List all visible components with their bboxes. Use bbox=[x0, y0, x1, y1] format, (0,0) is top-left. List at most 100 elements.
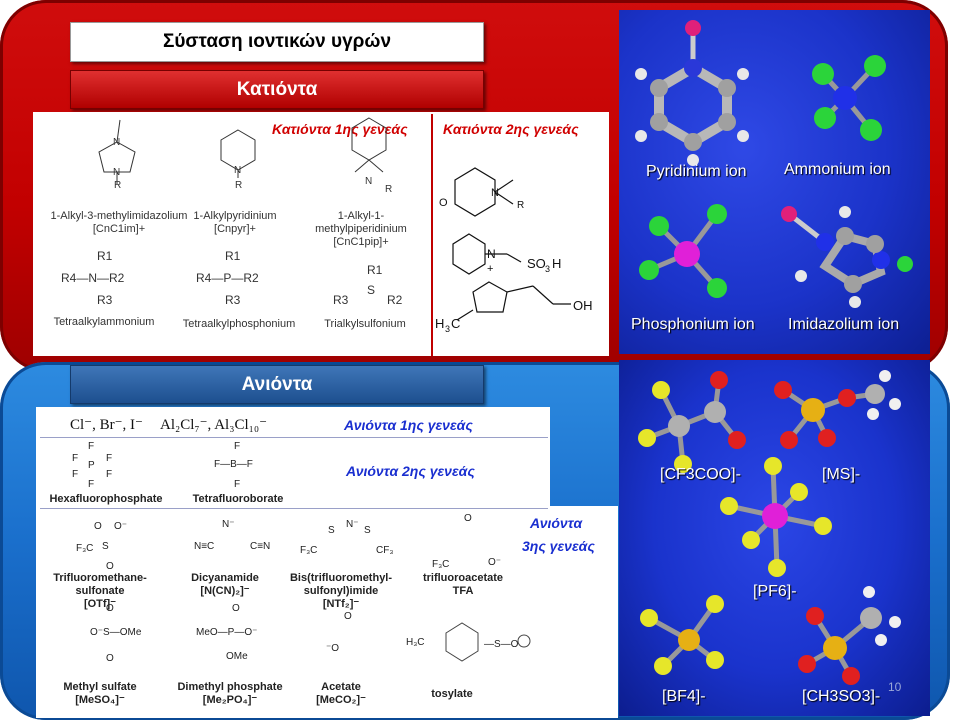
anion-dca-label: Dicyanamide [N(CN)₂]⁻ bbox=[170, 572, 280, 598]
svg-text:F: F bbox=[88, 479, 94, 490]
anion-acetate-label: Acetate [MeCO₂]⁻ bbox=[296, 681, 386, 707]
anion-formula: [NTf₂]⁻ bbox=[322, 598, 360, 610]
gen1-divider bbox=[40, 437, 548, 438]
svg-text:N: N bbox=[234, 165, 241, 176]
piperidinium-structure bbox=[351, 117, 387, 173]
anion-formula: [OTf]⁻ bbox=[83, 598, 117, 610]
svg-text:R4—P—R2: R4—P—R2 bbox=[196, 271, 259, 285]
svg-text:R: R bbox=[385, 184, 392, 195]
aluminate-anions: Al₂Cl₇⁻, Al₃Cl₁₀⁻ bbox=[160, 415, 267, 434]
svg-text:⁻O: ⁻O bbox=[326, 643, 339, 654]
bf4-text: [BF4]- bbox=[662, 688, 706, 705]
svg-text:O: O bbox=[439, 197, 448, 209]
svg-text:F₃C: F₃C bbox=[432, 559, 449, 570]
svg-text:N⁻: N⁻ bbox=[222, 519, 235, 530]
cations-header-text: Κατιόντα bbox=[236, 78, 318, 100]
cation-piperidinium-label: 1-Alkyl-1-methylpiperidinium [CnC1pip]+ bbox=[293, 210, 429, 249]
cation-name: Tetraalkylphosphonium bbox=[182, 318, 296, 330]
anions-gen2-text: Ανιόντα 2ης γενεάς bbox=[346, 463, 475, 479]
ammonium-model bbox=[812, 55, 886, 141]
sulfonate-pyridinium-structure bbox=[452, 233, 522, 275]
svg-text:F: F bbox=[106, 453, 112, 464]
anion-name: Methyl sulfate bbox=[63, 681, 137, 693]
anion-tfa-label: trifluoroacetate TFA bbox=[418, 572, 508, 598]
phosphonium-ion-text: Phosphonium ion bbox=[631, 316, 755, 333]
svg-text:F: F bbox=[234, 479, 240, 490]
svg-text:S: S bbox=[364, 525, 371, 536]
svg-text:R: R bbox=[114, 180, 121, 191]
halide-anions: Cl⁻, Br⁻, I⁻ bbox=[70, 415, 143, 434]
ch3so3-model bbox=[798, 586, 901, 685]
svg-text:OMe: OMe bbox=[226, 651, 248, 662]
tfa-structure: F₃COO⁻ bbox=[432, 513, 501, 570]
tosylate-structure: H₃C —S—O bbox=[406, 622, 531, 662]
cf3coo-label: [CF3COO]- bbox=[660, 466, 741, 484]
anions-gen3-label-a: Ανιόντα bbox=[530, 515, 582, 531]
cation-models-image bbox=[635, 20, 913, 308]
pyridinium-ion-text: Pyridinium ion bbox=[646, 163, 747, 180]
svg-text:C: C bbox=[451, 316, 460, 331]
anions-header-text: Ανιόντα bbox=[241, 373, 313, 395]
svg-text:H: H bbox=[552, 256, 561, 271]
cation-name: 1-Alkylpyridinium bbox=[193, 210, 277, 222]
cations-gen1-label: Κατιόντα 1ης γενεάς bbox=[272, 121, 408, 137]
anion-formula: TFA bbox=[452, 585, 474, 597]
cations-gen1-text: Κατιόντα 1ης γενεάς bbox=[272, 121, 408, 137]
pyridinium-ion-label: Pyridinium ion bbox=[646, 163, 746, 181]
svg-text:CF₃: CF₃ bbox=[376, 545, 393, 556]
svg-text:F: F bbox=[88, 441, 94, 452]
svg-text:N≡C: N≡C bbox=[194, 541, 214, 552]
page-number: 10 bbox=[888, 680, 901, 694]
svg-text:O: O bbox=[106, 653, 114, 664]
anions-structures-card bbox=[36, 407, 550, 718]
cation-pyridinium-label: 1-Alkylpyridinium [Cnpyr]+ bbox=[180, 210, 290, 236]
cation-structures-gen1: N N R N R N R R1 R4—N—R2 R3 R1 R4—P—R2 R… bbox=[61, 117, 403, 307]
pf6-text: [PF6]- bbox=[753, 583, 797, 600]
anions-gen3-label-b: 3ης γενεάς bbox=[522, 538, 595, 554]
gen2-divider bbox=[40, 508, 548, 509]
imidazolium-ion-text: Imidazolium ion bbox=[788, 316, 900, 333]
ms-model bbox=[774, 370, 901, 449]
svg-text:F: F bbox=[234, 441, 240, 452]
svg-text:F₃C: F₃C bbox=[300, 545, 317, 556]
svg-text:F: F bbox=[72, 469, 78, 480]
ms-label: [MS]- bbox=[822, 466, 860, 484]
anion-models-image bbox=[638, 370, 901, 685]
cf3coo-model bbox=[638, 371, 746, 473]
svg-text:O: O bbox=[94, 521, 102, 532]
svg-text:R1: R1 bbox=[225, 249, 241, 263]
svg-text:OH: OH bbox=[573, 298, 593, 313]
svg-text:H₃C: H₃C bbox=[406, 637, 425, 648]
pyridinium-model bbox=[635, 20, 749, 166]
svg-text:O: O bbox=[232, 603, 240, 614]
svg-text:N: N bbox=[113, 167, 120, 178]
svg-text:O: O bbox=[106, 561, 114, 572]
svg-text:N: N bbox=[487, 247, 496, 261]
bf4-label: [BF4]- bbox=[662, 688, 706, 706]
phosphonium-model bbox=[639, 204, 727, 298]
anions-gen3-card bbox=[514, 506, 618, 718]
anion-mesulfate-label: Methyl sulfate [MeSO₄]⁻ bbox=[40, 681, 160, 707]
svg-text:F: F bbox=[72, 453, 78, 464]
anions-gen2-label: Ανιόντα 2ης γενεάς bbox=[346, 463, 475, 479]
anions-gen1-label: Ανιόντα 1ης γενεάς bbox=[344, 417, 473, 433]
pf6-model bbox=[720, 457, 832, 577]
cations-header: Κατιόντα bbox=[70, 70, 484, 109]
cation-name: Tetraalkylammonium bbox=[53, 316, 155, 328]
svg-text:R3: R3 bbox=[225, 293, 241, 307]
cation-ammonium-label: Tetraalkylammonium bbox=[33, 316, 175, 329]
slide-title: Σύσταση ιοντικών υγρών bbox=[70, 22, 484, 62]
cation-formula: [CnC1pip]+ bbox=[333, 236, 389, 248]
svg-text:O⁻S—OMe: O⁻S—OMe bbox=[90, 627, 142, 638]
bf4-structure: FF—B—FF bbox=[214, 441, 253, 490]
anion-formula: [MeCO₂]⁻ bbox=[316, 694, 366, 706]
svg-text:S: S bbox=[367, 283, 375, 297]
svg-text:H: H bbox=[435, 316, 444, 331]
svg-text:P: P bbox=[88, 460, 95, 471]
imidazolium-structure bbox=[98, 119, 136, 184]
anion-name: Dimethyl phosphate bbox=[177, 681, 283, 693]
